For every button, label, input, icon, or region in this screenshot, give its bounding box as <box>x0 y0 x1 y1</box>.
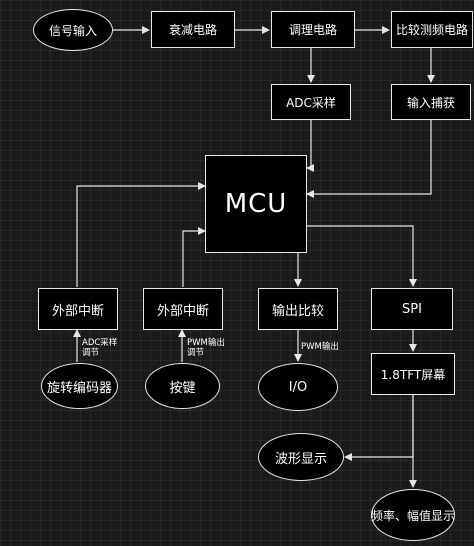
arrow-mcu-to-spi <box>307 225 417 287</box>
frequency-amplitude-display-node: 频率、幅值显示 <box>371 489 455 541</box>
adc-adjust-label-line2: 调节 <box>82 348 100 358</box>
conditioning-circuit-node: 调理电路 <box>271 11 355 48</box>
adc-adjust-label: ADC采样 调节 <box>82 338 117 358</box>
rotary-encoder-node: 旋转编码器 <box>41 363 118 409</box>
arrow-extint1-to-mcu <box>76 182 206 287</box>
button-node: 按键 <box>145 363 220 409</box>
external-interrupt-node-1: 外部中断 <box>38 288 118 330</box>
arrow-capture-to-mcu <box>306 120 432 198</box>
arrow-extint2-to-mcu <box>182 227 206 287</box>
arrow-adc-to-mcu <box>306 120 314 172</box>
adc-sampling-node: ADC采样 <box>271 84 351 120</box>
mcu-node: MCU <box>205 155 307 253</box>
io-node: I/O <box>258 363 338 411</box>
adc-adjust-label-line1: ADC采样 <box>82 338 118 348</box>
spi-node: SPI <box>371 288 453 330</box>
arrow-tft-to-waveform <box>344 395 414 461</box>
attenuation-circuit-node: 衰减电路 <box>151 11 235 48</box>
pwm-output-label: PWM输出 <box>301 342 339 352</box>
comparator-frequency-circuit-node: 比较测频电路 <box>391 11 473 48</box>
pwm-adjust-label: PWM输出 调节 <box>187 338 225 358</box>
pwm-adjust-label-line1: PWM输出 <box>187 338 225 348</box>
external-interrupt-node-2: 外部中断 <box>143 288 223 330</box>
pwm-output-label-text: PWM输出 <box>301 342 339 352</box>
signal-input-node: 信号输入 <box>33 9 113 51</box>
tft-screen-node: 1.8TFT屏幕 <box>371 353 455 395</box>
input-capture-node: 输入捕获 <box>391 84 471 120</box>
waveform-display-node: 波形显示 <box>258 433 344 481</box>
pwm-adjust-label-line2: 调节 <box>187 348 205 358</box>
output-compare-node: 输出比较 <box>258 288 338 330</box>
